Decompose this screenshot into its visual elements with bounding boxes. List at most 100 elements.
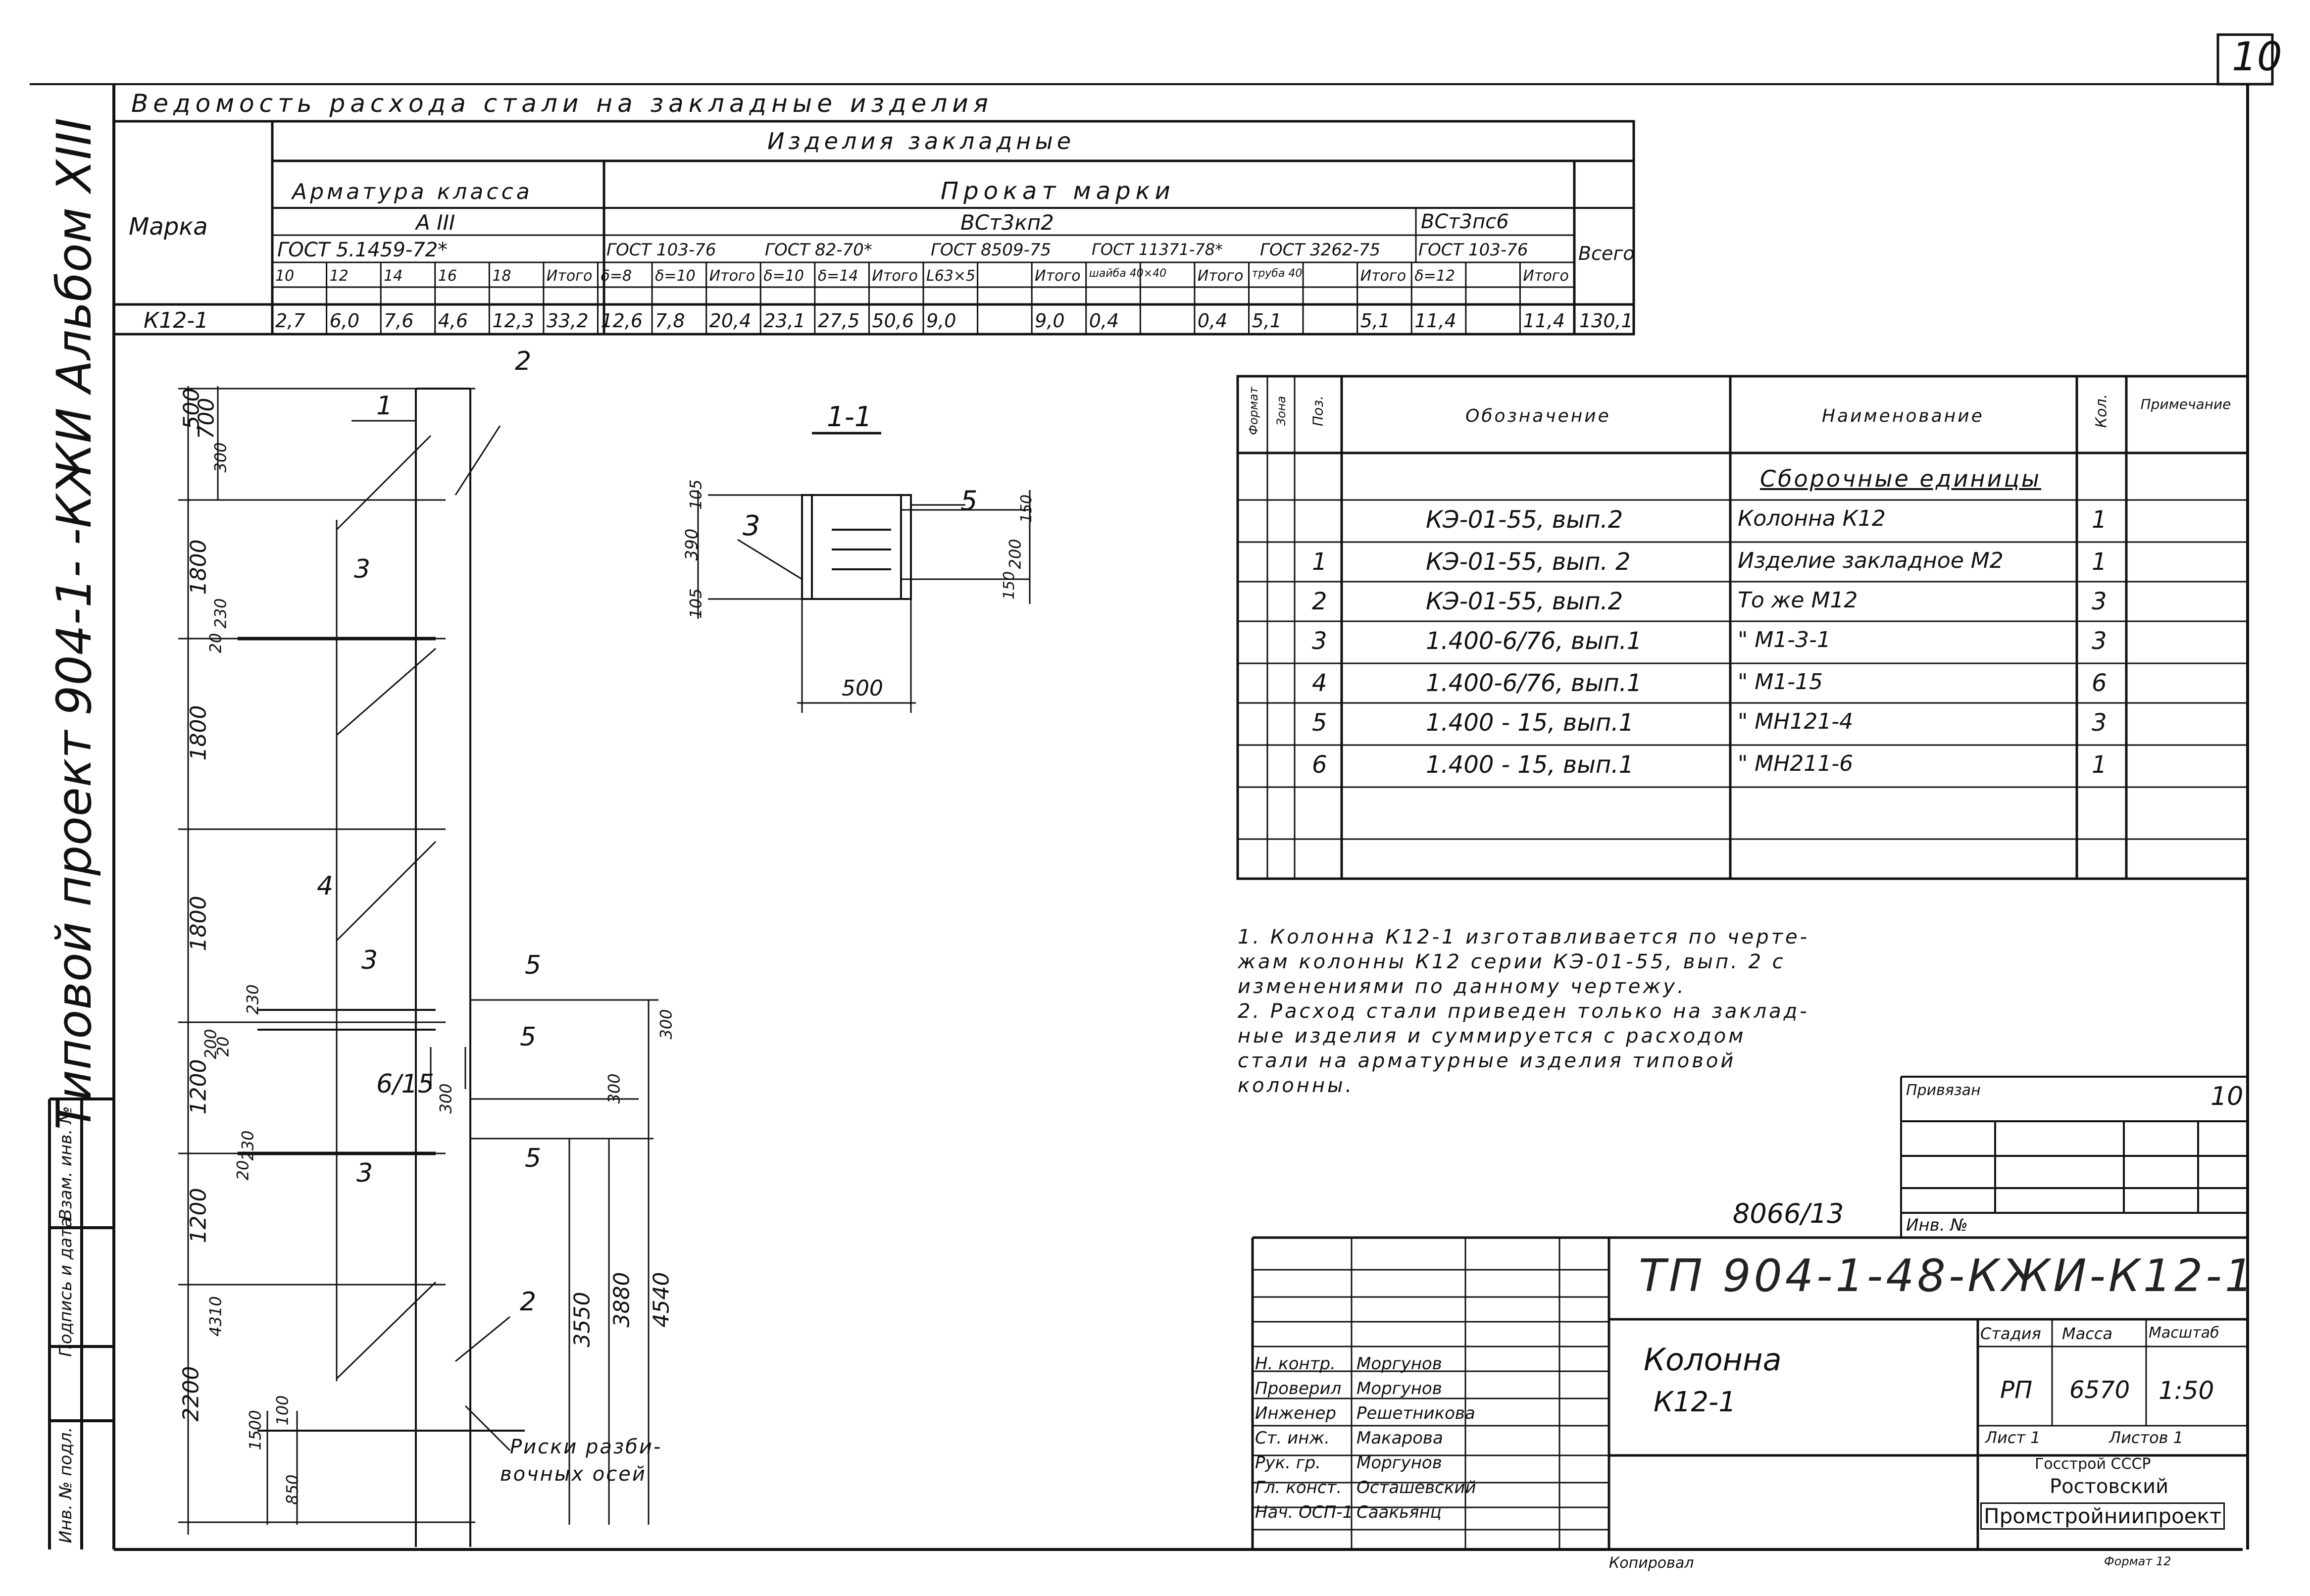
scale-label: Масштаб — [2149, 1324, 2219, 1342]
steel-table-title: Ведомость расхода стали на закладные изд… — [131, 89, 993, 118]
elev-inner-dim: 20 — [206, 633, 225, 653]
spec-naim: " М1-3-1 — [1738, 627, 1831, 652]
steel-subcol-header: δ=14 — [817, 267, 858, 285]
steel-subcol-header: Итого — [1197, 267, 1244, 285]
spec-kol: 1 — [2092, 751, 2107, 779]
note-line: колонны. — [1238, 1074, 1355, 1097]
total-header: Всего — [1578, 243, 1635, 264]
steel-cell: 11,4 — [1414, 310, 1456, 332]
gost-4: ГОСТ 11371-78* — [1092, 240, 1223, 259]
spec-kol: 1 — [2092, 548, 2107, 576]
elev-inner-dim: 20 — [213, 1036, 233, 1057]
elev-pos-label: 5 — [520, 1022, 537, 1052]
elev-right-dim: 3880 — [609, 1272, 635, 1328]
steel-subcol-header: 16 — [438, 267, 457, 285]
archive-number: 8066/13 — [1733, 1198, 1844, 1229]
elev-inner-dim: 850 — [283, 1474, 302, 1505]
note-line: ные изделия и суммируется с расходом — [1238, 1025, 1746, 1047]
elev-right-dim: 300 — [656, 1009, 676, 1040]
note-line: жам колонны К12 серии КЭ-01-55, вып. 2 с — [1238, 950, 1786, 973]
steel-cell: 12,6 — [601, 310, 643, 332]
sheets-label: Листов 1 — [2109, 1428, 2184, 1447]
spec-table-grid — [1236, 375, 2249, 880]
person-name: Моргунов — [1356, 1453, 1442, 1473]
steel-cell: 50,6 — [872, 310, 914, 332]
elev-right-dim: 3550 — [569, 1292, 595, 1347]
marka-header: Марка — [129, 213, 208, 241]
column-elevation — [178, 386, 658, 1547]
elev-pos-label: 3 — [354, 554, 371, 584]
elev-left-dim: 1200 — [186, 1059, 211, 1115]
section-label: 1-1 — [827, 401, 872, 433]
spec-oboz: 1.400 - 15, вып.1 — [1426, 751, 1634, 779]
gost-6: ГОСТ 103-76 — [1418, 240, 1528, 260]
spec-h-poz: Поз. — [1309, 396, 1326, 426]
steel-subcol-header: 10 — [275, 267, 295, 285]
spec-h-kol: Кол. — [2093, 394, 2110, 428]
steel-cell: 9,0 — [926, 310, 956, 332]
elev-inner-dim: 4310 — [206, 1296, 225, 1337]
steel-cell: 33,2 — [546, 310, 589, 332]
section-dim-390: 390 — [682, 528, 702, 561]
spec-naim: То же М12 — [1738, 588, 1858, 613]
steel-cell: 2,7 — [275, 310, 305, 332]
section-pos-3: 3 — [743, 510, 760, 542]
person-role: Ст. инж. — [1255, 1428, 1330, 1448]
armatura-header: Арматура класса — [292, 179, 533, 204]
spec-h-prim: Примечание — [2140, 396, 2231, 412]
steel-subcol-header: Итого — [546, 267, 593, 285]
doc-name-2: К12-1 — [1654, 1386, 1736, 1418]
elev-right-dim: 4540 — [649, 1272, 674, 1328]
spec-naim: Колонна К12 — [1738, 506, 1886, 531]
steel-subcol-header: Итого — [1360, 267, 1406, 285]
org-line2: Ростовский — [2050, 1475, 2169, 1498]
elev-pos-label: 5 — [525, 950, 542, 980]
spec-naim: " М1-15 — [1738, 669, 1823, 695]
person-name: Моргунов — [1356, 1354, 1442, 1374]
elev-pos-label: 2 — [520, 1287, 537, 1317]
spec-naim: " МН121-4 — [1738, 709, 1854, 734]
steel-subcol-header: 14 — [384, 267, 403, 285]
elev-pos-label: 2 — [515, 347, 532, 376]
elev-right-dim: 300 — [604, 1073, 624, 1104]
elev-left-dim: 1800 — [186, 896, 211, 951]
steel-subcol-header: 18 — [492, 267, 511, 285]
risk-note-1: Риски разби- — [510, 1436, 662, 1458]
spec-oboz: КЭ-01-55, вып.2 — [1426, 588, 1623, 615]
steel-cell: 20,4 — [709, 310, 752, 332]
steel-subcol-header: Итого — [709, 267, 755, 285]
spec-poz: 6 — [1312, 751, 1327, 779]
elev-inner-dim: 20 — [233, 1160, 252, 1181]
doc-name-1: Колонна — [1644, 1342, 1782, 1378]
mass-value: 6570 — [2069, 1376, 2130, 1404]
steel-subcol-header: L63×5 — [926, 267, 976, 285]
person-name: Решетникова — [1356, 1403, 1475, 1423]
spec-h-zona: Зона — [1274, 396, 1288, 426]
spec-poz: 3 — [1312, 627, 1327, 655]
stamp-vzam: Взам. инв. № — [56, 1106, 76, 1221]
stamp-podpis: Подпись и дата — [56, 1217, 76, 1357]
gost-2: ГОСТ 82-70* — [765, 240, 872, 260]
spec-h-format: Формат — [1247, 387, 1260, 435]
steel-subcol-header: δ=8 — [601, 267, 632, 285]
elev-inner-dim: 230 — [211, 598, 230, 629]
org-line1: Госстрой СССР — [2035, 1455, 2151, 1473]
steel-subcol-header: Итого — [1035, 267, 1081, 285]
prokat-header: Прокат марки — [941, 177, 1175, 205]
elev-left-dim: 1800 — [186, 705, 211, 761]
elev-left-dim: 1800 — [186, 539, 211, 595]
privyazan-sheet: 10 — [2210, 1082, 2244, 1111]
spec-oboz: КЭ-01-55, вып.2 — [1426, 506, 1623, 534]
steel-cell: 5,1 — [1360, 310, 1391, 332]
person-role: Инженер — [1255, 1403, 1336, 1423]
spec-naim: Изделие закладное М2 — [1738, 548, 2004, 573]
row-marka: К12-1 — [144, 308, 209, 333]
person-name: Макарова — [1356, 1428, 1443, 1448]
privyazan-inv: Инв. № — [1906, 1215, 1968, 1235]
person-role: Проверил — [1255, 1379, 1342, 1398]
armatura-gost: ГОСТ 5.1459-72* — [277, 239, 448, 261]
steel-subcol-header: 12 — [329, 267, 349, 285]
elev-pos-label: 3 — [356, 1158, 373, 1188]
format-label: Формат 12 — [2104, 1554, 2171, 1568]
section-dim-200: 200 — [1005, 539, 1025, 569]
